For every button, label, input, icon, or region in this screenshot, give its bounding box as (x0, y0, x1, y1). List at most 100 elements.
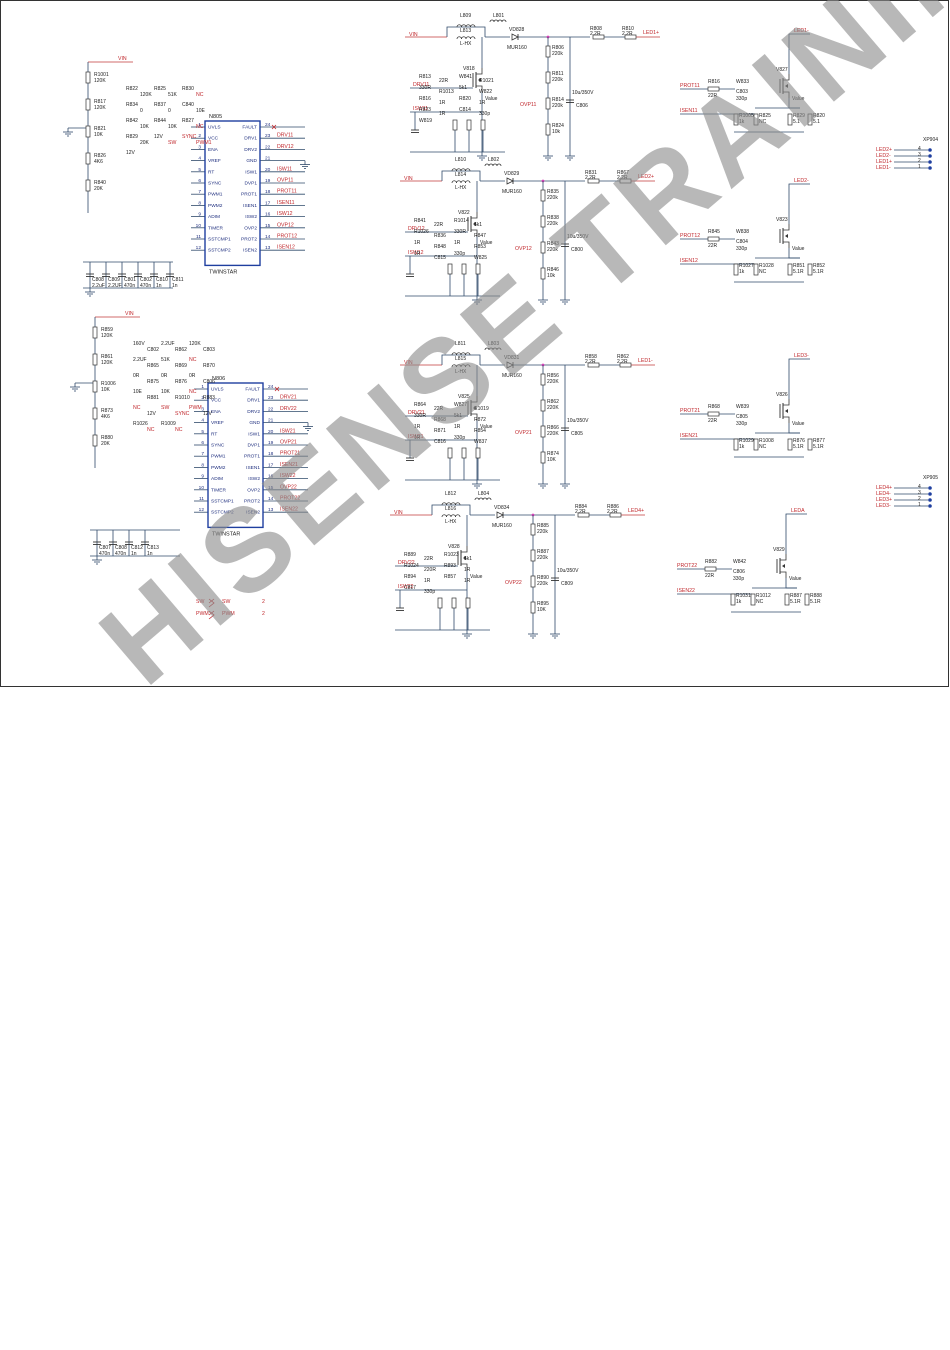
resistor (85, 152, 91, 165)
ground-symbol (550, 630, 560, 639)
ic-net-label: PROT12 (277, 234, 297, 240)
ic-pin-left-number: 9 (201, 474, 204, 480)
mosfet-source (783, 416, 790, 423)
diode (511, 33, 519, 41)
resistor-value: 2.2R (607, 509, 618, 515)
ground-symbol (63, 128, 73, 137)
ground-symbol (70, 383, 80, 392)
mosfet-drain (783, 224, 790, 231)
sense-ref: R1027 (739, 263, 754, 269)
capacitor-ref: C811 (172, 277, 184, 283)
ic-body (207, 382, 264, 529)
connector-pin-label: LED4+ (876, 485, 892, 491)
sense-value: 5.1 (813, 119, 820, 125)
ic-net-label: ISEN22 (280, 507, 298, 513)
ic-pin-right-name: DRV1 (244, 136, 257, 142)
capacitor-value: 2.2UF (108, 283, 122, 289)
resistor (447, 263, 453, 275)
inductor (474, 497, 492, 501)
resistor (85, 179, 91, 192)
misc-label: R881 (147, 395, 159, 401)
ic-pin-right-number: 19 (268, 440, 274, 446)
ic-pin-left-number: 7 (198, 189, 201, 195)
ic-pin-left-number: 3 (198, 144, 201, 150)
capacitor-value: 470n (115, 551, 126, 557)
misc-label: 0 (168, 108, 171, 114)
sense-value: 5.1R (813, 269, 824, 275)
resistor (733, 113, 739, 126)
channel-extra-label: 1R (414, 424, 421, 430)
inductor-ref: L801 (493, 13, 504, 19)
divider-ref: R811 (552, 71, 564, 77)
misc-label: 10K (161, 389, 171, 395)
channel-extra-label: R816 (419, 96, 431, 102)
resistor (540, 399, 546, 412)
prot-cap-ref: C805 (736, 414, 748, 420)
channel-extra-label: C816 (434, 439, 446, 445)
channel-extra-label: R813 (419, 74, 431, 80)
ic-pin-left-name: RT (211, 431, 217, 437)
mosfet-drain (471, 396, 478, 403)
channel-extra-label: 22R (434, 406, 444, 412)
ic-pin-right-number: 15 (268, 485, 274, 491)
connector-pin-label: LED4- (876, 491, 891, 497)
ground-symbol (472, 480, 482, 489)
led-return-net: LEDA (791, 508, 805, 514)
resistor (577, 512, 590, 518)
ic-pin-right-number: 17 (268, 462, 274, 468)
resistor (619, 362, 632, 368)
diode-value: MUR160 (492, 523, 512, 529)
resistor-value: 10K (94, 132, 104, 138)
sense-ref: R1008 (759, 438, 774, 444)
channel-extra-label: R868 (434, 417, 446, 423)
ground-symbol (85, 288, 95, 297)
channel-extra-label: R847 (474, 233, 486, 239)
ic-pin-right-name: ISEN1 (243, 203, 257, 209)
inductor (441, 514, 461, 518)
capacitor-ref: C809 (108, 277, 120, 283)
ic-pin-left-number: 8 (201, 462, 204, 468)
misc-label: SW (161, 405, 169, 411)
connector-pin (928, 492, 932, 496)
capacitor-ref: C802 (140, 277, 152, 283)
resistor (92, 353, 98, 366)
prot-resistor-ref: R816 (708, 79, 720, 85)
mosfet-source (471, 229, 478, 236)
inductor (451, 180, 471, 184)
resistor (730, 593, 736, 606)
sense-ref: R829 (793, 113, 805, 119)
channel-extra-label: W822 (479, 89, 492, 95)
ovp-net: OVP21 (515, 430, 532, 436)
sense-value: NC (759, 269, 767, 275)
sense-value: 1k (739, 444, 745, 450)
ic-part-name: TWINSTAR (212, 531, 240, 537)
resistor (466, 119, 472, 131)
misc-label: R1026 (133, 421, 148, 427)
ovp-net: OVP12 (515, 246, 532, 252)
channel-extra-label: 1R (464, 578, 471, 584)
channel-extra-label: R1013 (439, 89, 454, 95)
resistor-ref: R831 (585, 170, 597, 176)
prot-fet-value: Value (792, 96, 805, 102)
prot-resistor-ref: R882 (705, 559, 717, 565)
resistor (587, 178, 600, 184)
prot-cap-value: 330p (736, 421, 747, 427)
inductor (451, 364, 471, 368)
sense-value: 5.1R (813, 444, 824, 450)
inductor (484, 347, 502, 351)
sense-value: 5.1R (790, 599, 801, 605)
ic-pin-right-name: PROT1 (241, 192, 257, 198)
ic-ref: N805 (209, 114, 222, 120)
no-connect-mark (271, 124, 277, 130)
fet-ref: V828 (448, 544, 460, 550)
misc-label: R883 (203, 395, 215, 401)
channel-extra-label: 330R (414, 413, 426, 419)
resistor (540, 215, 546, 228)
ic-net-label: ISW11 (277, 166, 292, 172)
diode (506, 177, 514, 185)
ic-pin-left-name: UVLS (208, 125, 221, 131)
channel-extra-label: W825 (474, 255, 487, 261)
inductor-ref: L812 (445, 491, 456, 497)
resistor (587, 362, 600, 368)
divider-ref: R856 (547, 373, 559, 379)
